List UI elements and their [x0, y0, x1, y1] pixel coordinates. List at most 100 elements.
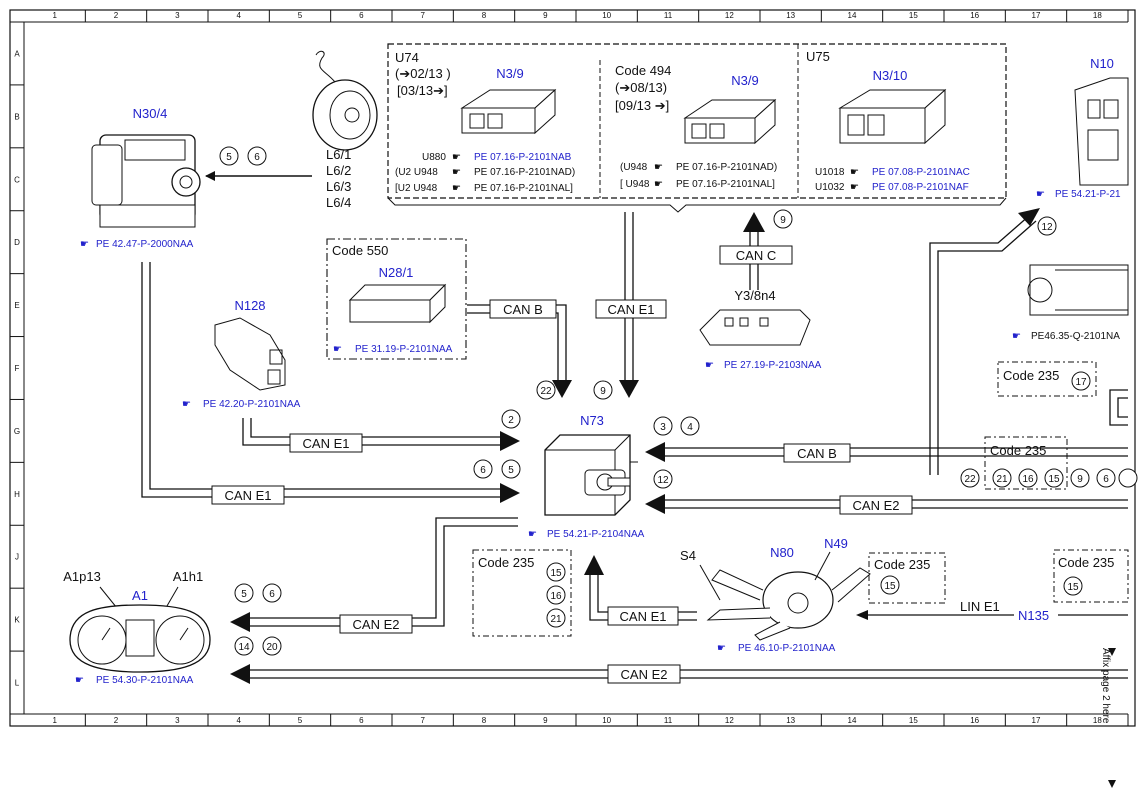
grid-row-C: C: [14, 175, 20, 184]
svg-text:17: 17: [1075, 377, 1087, 388]
svg-text:6: 6: [480, 465, 486, 476]
y3-label: Y3/8n4: [734, 288, 775, 303]
grid-col-10-top: 10: [602, 11, 611, 20]
can-e2-label-bottom: CAN E2: [621, 667, 668, 682]
n28-1-label: N28/1: [379, 265, 414, 280]
grid-col-4-bottom: 4: [236, 716, 241, 725]
n128-label: N128: [234, 298, 265, 313]
grid-col-1-top: 1: [52, 11, 57, 20]
u75-title: U75: [806, 49, 830, 64]
svg-text:☛: ☛: [1012, 331, 1021, 342]
code494-ecu-image: [683, 98, 777, 145]
grid-col-5-bottom: 5: [298, 716, 303, 725]
pe46-ref[interactable]: PE46.35-Q-2101NA: [1031, 331, 1120, 342]
circle-3: 3: [653, 416, 673, 436]
grid-col-6-top: 6: [359, 11, 364, 20]
grid-col-18-bottom: 18: [1093, 716, 1102, 725]
n135-label: N135: [1018, 608, 1049, 623]
u74-ecu-image: [460, 88, 557, 135]
u75-ecu-image: [838, 88, 947, 145]
svg-text:16: 16: [550, 591, 562, 602]
a1-ref[interactable]: PE 54.30-P-2101NAA: [96, 675, 194, 686]
circle-20-a1: 20: [262, 636, 282, 656]
circle-22-h: 22: [960, 468, 980, 488]
lin-e1-label: LIN E1: [960, 599, 1000, 614]
code235-box-f: [997, 361, 1097, 397]
can-e2-label-a1: CAN E2: [353, 617, 400, 632]
grid-col-15-bottom: 15: [909, 716, 918, 725]
can-e1-label-box-n30: [211, 485, 285, 505]
svg-text:☛: ☛: [333, 344, 342, 355]
grid-col-15-top: 15: [909, 11, 918, 20]
svg-text:22: 22: [964, 474, 976, 485]
svg-text:9: 9: [600, 386, 606, 397]
grid-col-7-bottom: 7: [420, 716, 425, 725]
svg-text:15: 15: [550, 568, 562, 579]
can-e2-label-box-a1: [339, 614, 413, 634]
can-c-label: CAN C: [736, 248, 776, 263]
grid-row-D: D: [14, 238, 20, 247]
svg-text:12: 12: [657, 475, 669, 486]
n128-ref[interactable]: PE 42.20-P-2101NAA: [203, 399, 301, 410]
can-b-label-box-top: [489, 299, 557, 319]
n30-4-ref[interactable]: PE 42.47-P-2000NAA: [96, 239, 194, 250]
circle-21-k: 21: [546, 608, 566, 628]
circle-15-right-k: 15: [1063, 576, 1083, 596]
n73-label: N73: [580, 413, 604, 428]
can-e2-label-box-bottom: [607, 664, 681, 684]
grid-row-J: J: [15, 553, 19, 562]
svg-text:15: 15: [884, 581, 896, 592]
circle-5-a1: 5: [234, 583, 254, 603]
grid-col-11-bottom: 11: [664, 716, 673, 725]
grid-col-13-bottom: 13: [786, 716, 795, 725]
n80-ref[interactable]: PE 46.10-P-2101NAA: [738, 643, 836, 654]
can-c-label-box: [719, 245, 793, 265]
engine-ecu-variant-box: [387, 43, 1007, 199]
circle-16-h: 16: [1018, 468, 1038, 488]
code494-line1-pre: (U948: [620, 162, 648, 173]
n73-ref[interactable]: PE 54.21-P-2104NAA: [547, 529, 645, 540]
svg-text:21: 21: [550, 614, 562, 625]
circle-14-a1: 14: [234, 636, 254, 656]
code235-right-k-title: Code 235: [1058, 555, 1114, 570]
grid-col-9-bottom: 9: [543, 716, 548, 725]
u74-module: N3/9: [496, 66, 523, 81]
n10-sam-image: [1074, 77, 1129, 186]
grid-col-17-bottom: 17: [1032, 716, 1041, 725]
u75-line1-ref[interactable]: PE 07.08-P-2101NAC: [872, 167, 970, 178]
u74-line2-pre: (U2 U948: [395, 167, 438, 178]
svg-text:15: 15: [1048, 474, 1060, 485]
can-b-label-box-right: [783, 443, 851, 463]
grid-col-2-bottom: 2: [114, 716, 119, 725]
u75-line2-ref[interactable]: PE 07.08-P-2101NAF: [872, 182, 969, 193]
svg-text:☛: ☛: [528, 529, 537, 540]
u74-from: (➔02/13 ): [395, 66, 451, 81]
u74-title: U74: [395, 50, 419, 65]
code494-from: (➔08/13): [615, 80, 667, 95]
grid-col-3-bottom: 3: [175, 716, 180, 725]
can-b-label-top: CAN B: [503, 302, 543, 317]
n10-ref[interactable]: PE 54.21-P-21: [1055, 189, 1121, 200]
l6-3-label: L6/3: [326, 179, 351, 194]
svg-text:☛: ☛: [654, 162, 663, 173]
y3-ref[interactable]: PE 27.19-P-2103NAA: [724, 360, 822, 371]
svg-text:2: 2: [508, 415, 514, 426]
svg-text:5: 5: [241, 589, 247, 600]
can-e1-label-box-vertical: [595, 299, 667, 319]
n30-4-ref-icon[interactable]: ☛: [80, 239, 89, 250]
code494-line2-pre: [ U948: [620, 179, 650, 190]
svg-text:☛: ☛: [75, 675, 84, 686]
code494-line1-ref: PE 07.16-P-2101NAD): [676, 162, 777, 173]
grid-col-2-top: 2: [114, 11, 119, 20]
can-e1-label-vertical: CAN E1: [608, 302, 655, 317]
code235-h-title: Code 235: [990, 443, 1046, 458]
code550-ref[interactable]: PE 31.19-P-2101NAA: [355, 344, 453, 355]
grid-row-G: G: [14, 427, 20, 436]
grid-col-12-bottom: 12: [725, 716, 734, 725]
can-e2-label-box-right: [839, 495, 913, 515]
u74-line1-ref[interactable]: PE 07.16-P-2101NAB: [474, 152, 572, 163]
grid-col-18-top: 18: [1093, 11, 1102, 20]
